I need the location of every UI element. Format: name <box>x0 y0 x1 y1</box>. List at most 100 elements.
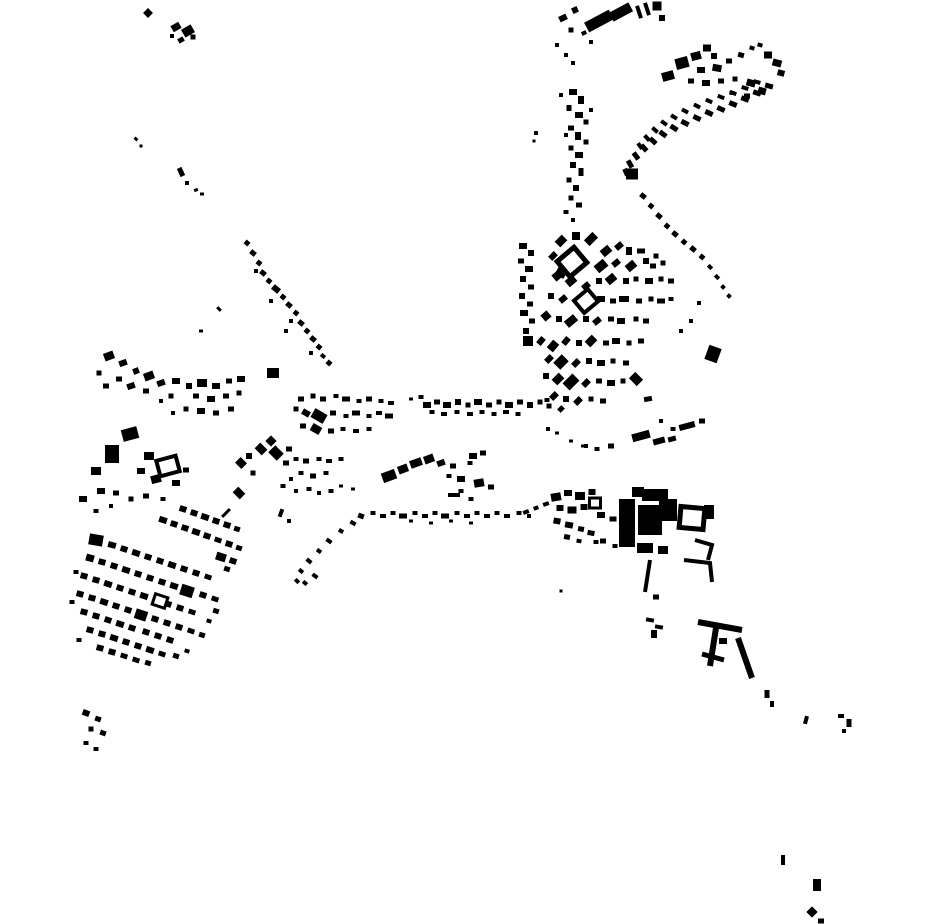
building-footprint <box>650 263 656 269</box>
building-footprint <box>564 521 574 529</box>
building-footprint <box>366 396 372 402</box>
building-footprint <box>689 245 697 253</box>
building-footprint <box>653 594 659 600</box>
building-footprint <box>342 396 350 402</box>
building-footprint <box>131 548 141 558</box>
building-footprint <box>172 480 180 486</box>
building-footprint <box>76 638 82 642</box>
building-footprint <box>576 202 582 208</box>
building-footprint <box>543 373 549 379</box>
building-footprint <box>222 521 232 529</box>
building-footprint <box>609 516 617 522</box>
building-footprint <box>145 574 155 582</box>
building-footprint <box>704 505 714 519</box>
building-footprint <box>520 310 528 316</box>
building-footprint <box>549 391 559 401</box>
building-footprint <box>581 444 585 448</box>
building-footprint <box>297 567 305 575</box>
building-footprint <box>309 351 313 355</box>
building-footprint <box>529 318 535 324</box>
building-footprint <box>729 89 737 97</box>
building-footprint <box>648 136 658 146</box>
building-footprint <box>737 51 745 59</box>
building-footprint <box>603 340 609 346</box>
building-footprint <box>659 15 665 21</box>
building-footprint <box>592 316 602 326</box>
building-footprint <box>277 508 285 518</box>
building-footprint <box>237 376 245 382</box>
building-footprint <box>127 588 137 596</box>
building-footprint <box>81 708 91 718</box>
building-footprint <box>653 253 659 259</box>
building-footprint <box>494 511 500 515</box>
building-footprint <box>719 638 727 644</box>
building-footprint <box>608 2 634 22</box>
building-footprint <box>337 528 345 534</box>
building-footprint <box>432 511 438 515</box>
building-footprint <box>764 51 772 59</box>
linear-structure <box>697 619 743 633</box>
building-footprint <box>631 429 651 443</box>
building-footprint <box>633 316 639 322</box>
building-footprint <box>643 134 651 142</box>
building-footprint <box>643 318 649 324</box>
building-footprint <box>131 656 141 664</box>
building-footprint <box>366 427 372 431</box>
building-footprint <box>589 40 593 44</box>
building-footprint <box>169 520 179 528</box>
building-footprint <box>191 569 201 577</box>
linear-structure <box>701 651 725 663</box>
building-footprint <box>566 177 572 183</box>
building-footprint <box>588 489 596 495</box>
building-footprint <box>556 316 562 322</box>
building-footprint <box>143 493 149 499</box>
building-footprint <box>303 327 311 335</box>
building-footprint <box>133 608 149 622</box>
building-footprint <box>464 514 470 518</box>
building-footprint <box>716 105 726 113</box>
building-footprint <box>671 230 679 238</box>
building-footprint <box>126 381 136 391</box>
building-footprint <box>293 457 299 461</box>
building-footprint <box>818 918 824 924</box>
building-footprint <box>234 456 248 470</box>
building-footprint <box>643 258 649 264</box>
building-footprint <box>97 488 105 494</box>
building-footprint <box>593 258 609 274</box>
building-footprint <box>160 497 166 501</box>
building-footprint <box>527 514 531 518</box>
building-footprint <box>333 394 339 398</box>
building-footprint <box>441 412 447 416</box>
building-footprint <box>213 536 223 544</box>
building-footprint <box>669 123 679 133</box>
building-footprint <box>174 623 184 631</box>
building-footprint <box>396 463 410 475</box>
building-footprint <box>455 399 461 405</box>
building-footprint <box>523 336 533 346</box>
building-footprint <box>717 93 725 101</box>
building-footprint <box>674 56 690 70</box>
building-footprint <box>280 484 286 488</box>
building-footprint <box>563 314 579 328</box>
building-footprint <box>429 521 433 525</box>
building-footprint <box>563 396 569 402</box>
building-footprint <box>310 408 328 424</box>
building-footprint <box>183 406 189 412</box>
building-footprint <box>185 181 189 185</box>
building-footprint <box>187 608 197 616</box>
building-footprint <box>632 487 644 497</box>
building-footprint <box>568 195 574 201</box>
building-footprint <box>294 489 298 493</box>
building-footprint <box>144 452 154 460</box>
building-footprint <box>568 145 574 151</box>
building-footprint <box>326 459 332 463</box>
linear-structure <box>694 538 715 561</box>
building-footprint <box>563 210 569 214</box>
building-footprint <box>654 624 664 630</box>
building-footprint <box>550 492 562 502</box>
building-footprint <box>325 359 333 367</box>
building-footprint <box>597 296 605 302</box>
building-footprint <box>648 296 654 302</box>
building-footprint <box>468 497 474 501</box>
